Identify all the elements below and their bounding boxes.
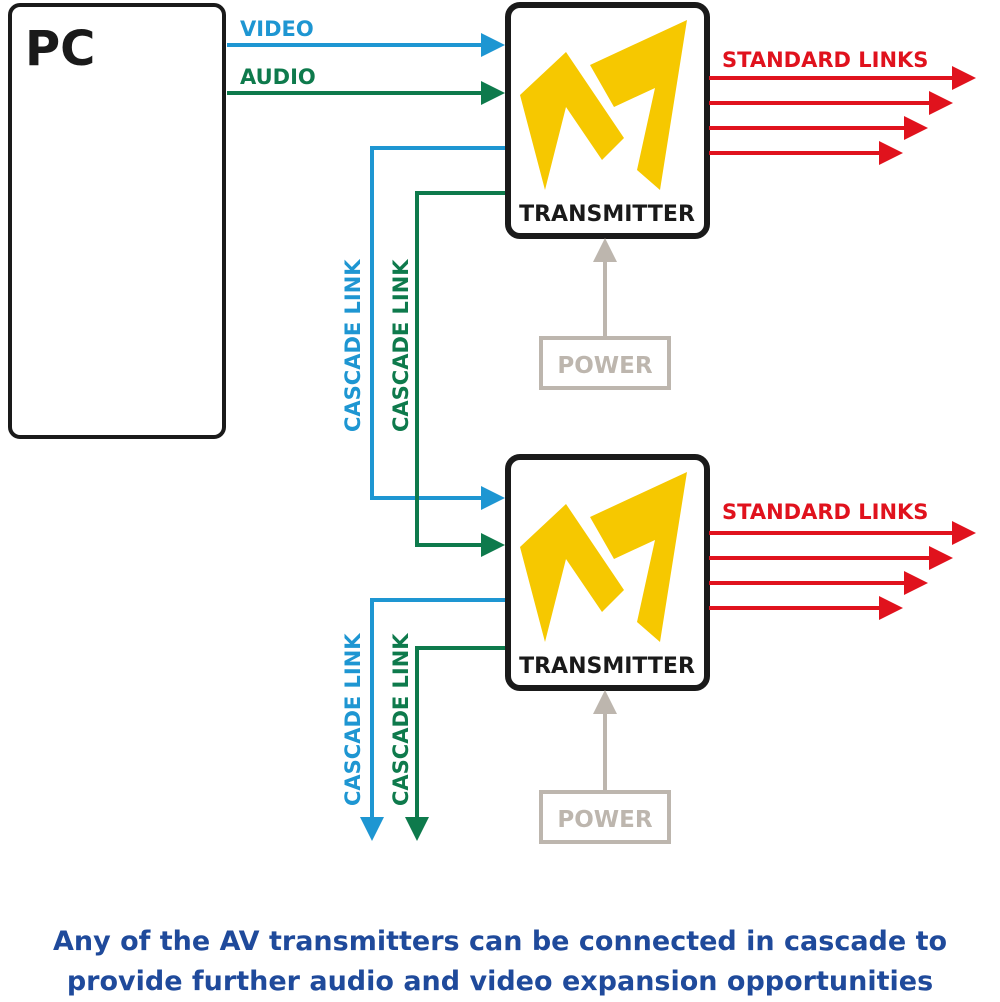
standard-links-label-2: STANDARD LINKS (722, 500, 928, 524)
power-label-1: POWER (557, 353, 652, 379)
audio-link: AUDIO (227, 65, 505, 105)
cascade-link-green-2: CASCADE LINK (389, 633, 506, 841)
transmitter-label-2: TRANSMITTER (519, 654, 695, 679)
cascade-label-blue-2: CASCADE LINK (341, 633, 365, 806)
standard-links-label-1: STANDARD LINKS (722, 48, 928, 72)
power-label-2: POWER (557, 807, 652, 833)
caption-line-1: Any of the AV transmitters can be connec… (52, 926, 948, 957)
cascade-link-green-1: CASCADE LINK (389, 191, 506, 557)
pc-box: PC (8, 3, 226, 439)
audio-label: AUDIO (240, 65, 316, 89)
caption: Any of the AV transmitters can be connec… (0, 922, 1000, 1002)
video-label: VIDEO (240, 17, 314, 41)
cascade-label-green-2: CASCADE LINK (389, 633, 413, 806)
caption-line-2: provide further audio and video expansio… (66, 966, 934, 997)
transmitter-box-1: TRANSMITTER (505, 2, 710, 239)
pc-label: PC (25, 21, 95, 77)
video-link: VIDEO (227, 17, 505, 57)
cascade-link-blue-2: CASCADE LINK (341, 598, 506, 841)
cascade-link-blue-1: CASCADE LINK (341, 146, 506, 510)
av-logo-icon (520, 20, 687, 190)
standard-links-2: STANDARD LINKS (709, 500, 976, 620)
standard-links-1: STANDARD LINKS (709, 48, 976, 165)
cascade-label-blue-1: CASCADE LINK (341, 259, 365, 432)
av-logo-icon (520, 472, 687, 642)
transmitter-label-1: TRANSMITTER (519, 202, 695, 227)
cascade-label-green-1: CASCADE LINK (389, 259, 413, 432)
power-box-1: POWER (539, 238, 671, 390)
transmitter-box-2: TRANSMITTER (505, 454, 710, 691)
power-box-2: POWER (539, 690, 671, 844)
